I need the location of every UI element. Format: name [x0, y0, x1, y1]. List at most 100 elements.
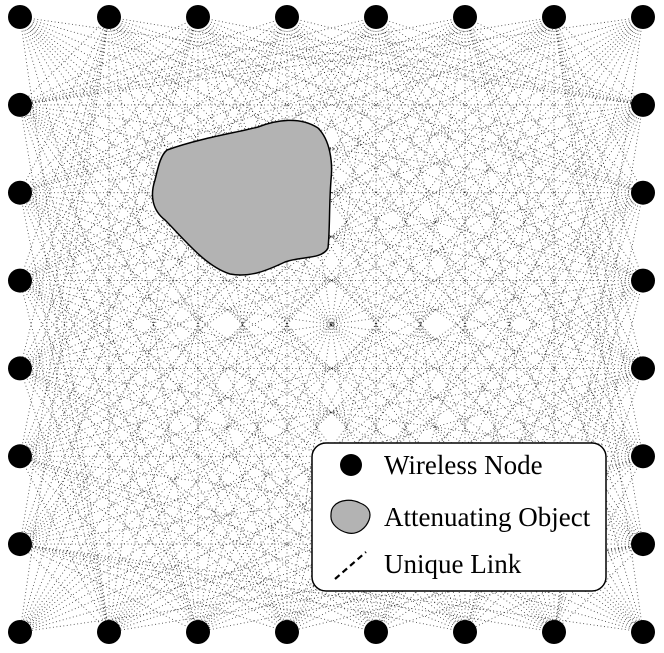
wireless-node	[8, 5, 32, 29]
wireless-node	[97, 5, 121, 29]
unique-link	[19, 280, 288, 633]
unique-link	[19, 192, 644, 369]
unique-link	[19, 16, 644, 194]
unique-link	[19, 368, 110, 633]
unique-link	[19, 16, 199, 281]
wireless-node	[97, 620, 121, 644]
unique-link	[19, 280, 377, 633]
wireless-node	[631, 620, 655, 644]
unique-link	[19, 368, 199, 633]
unique-link	[375, 16, 644, 545]
unique-link	[108, 16, 555, 633]
filled-circle-icon	[340, 454, 362, 476]
unique-link	[108, 16, 555, 633]
dashed-line-icon	[334, 551, 367, 580]
unique-link	[19, 16, 377, 369]
unique-link	[19, 16, 644, 633]
unique-link	[375, 16, 644, 106]
wireless-node	[631, 268, 655, 293]
unique-link	[553, 16, 644, 281]
unique-link	[19, 104, 644, 457]
legend: Wireless Node Attenuating Object Unique …	[311, 442, 607, 592]
unique-link	[19, 367, 644, 545]
wireless-node	[8, 620, 32, 644]
unique-link	[19, 16, 466, 633]
unique-link	[464, 368, 644, 633]
wireless-node	[8, 444, 32, 469]
unique-link	[19, 280, 644, 457]
wireless-node	[186, 5, 210, 29]
unique-link	[19, 16, 110, 281]
unique-link	[19, 368, 466, 633]
unique-link	[19, 104, 288, 633]
unique-link	[19, 16, 110, 193]
wireless-node	[364, 5, 388, 29]
attenuating-object	[151, 119, 333, 276]
wireless-node	[8, 268, 32, 293]
legend-box	[311, 442, 607, 592]
unique-link	[553, 192, 644, 633]
legend-label-link: Unique Link	[384, 549, 522, 579]
wireless-node	[275, 620, 299, 644]
unique-link	[19, 16, 288, 194]
unique-link	[19, 16, 377, 281]
links-layer	[19, 16, 644, 633]
unique-link	[108, 16, 644, 369]
unique-link	[286, 368, 644, 633]
wireless-node	[453, 5, 477, 29]
unique-link	[19, 104, 555, 633]
unique-link	[197, 16, 644, 633]
unique-link	[19, 16, 466, 281]
wireless-node	[364, 620, 388, 644]
legend-label-node: Wireless Node	[384, 450, 543, 480]
blob-icon	[330, 499, 371, 534]
unique-link	[19, 16, 466, 545]
wireless-node	[275, 5, 299, 29]
unique-link	[19, 455, 288, 633]
unique-link	[464, 16, 644, 281]
wireless-node	[186, 620, 210, 644]
unique-link	[553, 16, 644, 193]
wireless-node	[8, 356, 32, 381]
wireless-node	[542, 620, 566, 644]
wireless-node	[631, 444, 655, 469]
unique-link	[19, 455, 644, 633]
wireless-node	[631, 532, 655, 557]
unique-link	[19, 455, 644, 633]
unique-link	[375, 104, 644, 633]
unique-link	[19, 104, 644, 282]
wireless-node	[631, 180, 655, 205]
unique-link	[19, 104, 644, 282]
unique-link	[197, 368, 644, 633]
unique-link	[19, 16, 555, 369]
wireless-node	[8, 180, 32, 205]
unique-link	[108, 104, 644, 633]
unique-link	[108, 16, 644, 282]
unique-link	[286, 16, 644, 369]
unique-link	[19, 192, 644, 457]
wireless-node	[631, 92, 655, 117]
unique-link	[19, 16, 288, 545]
unique-link	[19, 192, 110, 633]
unique-link	[19, 192, 644, 369]
unique-link	[197, 16, 644, 281]
unique-link	[553, 16, 644, 457]
unique-link	[19, 543, 288, 633]
unique-link	[197, 104, 644, 633]
unique-link	[19, 367, 644, 545]
unique-link	[19, 104, 466, 633]
unique-link	[19, 456, 110, 633]
unique-link	[197, 16, 644, 633]
unique-link	[375, 16, 644, 194]
unique-link	[197, 16, 555, 633]
unique-link	[19, 16, 288, 106]
unique-link	[19, 16, 377, 633]
unique-link	[197, 16, 644, 369]
nodes-layer	[8, 5, 655, 644]
unique-link	[19, 280, 555, 633]
wireless-node	[631, 356, 655, 381]
wireless-node	[8, 92, 32, 117]
wireless-node	[8, 532, 32, 557]
legend-label-object: Attenuating Object	[384, 502, 591, 532]
